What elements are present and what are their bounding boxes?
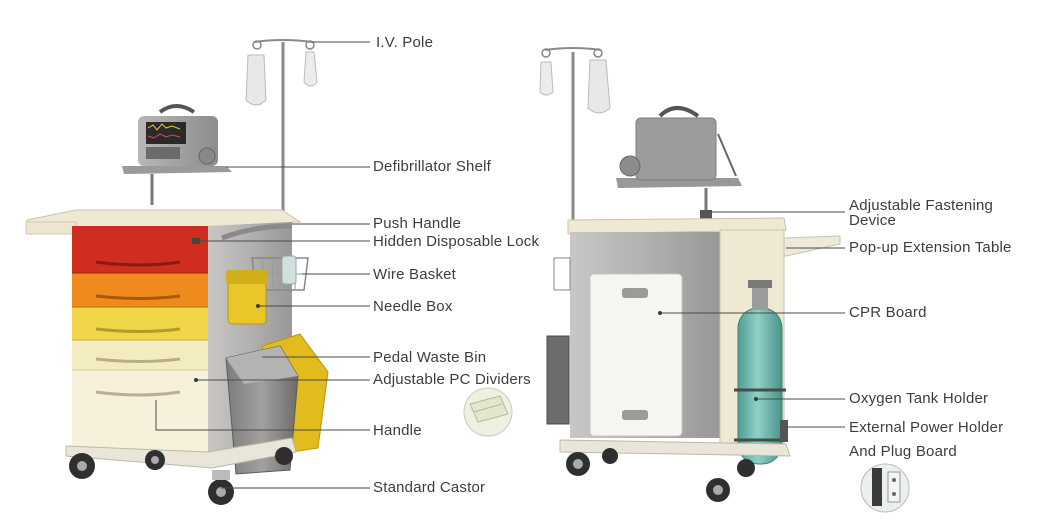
label-pc-dividers: Adjustable PC Dividers [373, 371, 531, 388]
defibrillator-back [635, 117, 717, 181]
drawer [72, 273, 208, 307]
left-cart [25, 39, 513, 505]
label-oxygen-holder: Oxygen Tank Holder [849, 390, 989, 407]
label-pedal-bin: Pedal Waste Bin [373, 349, 487, 366]
iv-bag [587, 59, 611, 114]
castor [566, 448, 755, 502]
iv-bag [245, 54, 267, 106]
wire-basket [553, 257, 571, 291]
cpr-board [589, 273, 683, 437]
label-castor: Standard Castor [373, 479, 486, 496]
label-wire-basket: Wire Basket [373, 266, 457, 283]
oxygen-tank [734, 280, 786, 465]
label-fastening-1: Adjustable Fastening [849, 197, 994, 214]
drawer-stack [72, 226, 208, 452]
pedal-waste-bin [546, 335, 570, 425]
label-push-handle: Push Handle [373, 215, 462, 232]
label-needle-box: Needle Box [373, 298, 453, 315]
drawer [72, 370, 208, 452]
label-hidden-lock: Hidden Disposable Lock [373, 233, 540, 250]
label-defib-shelf: Defibrillator Shelf [373, 158, 492, 175]
pc-divider-inset [463, 387, 513, 437]
monitor-handle [158, 104, 196, 114]
leader-lines [155, 41, 845, 489]
drawer-handle [95, 390, 181, 397]
iv-bag [539, 61, 554, 96]
castor [69, 447, 293, 505]
label-fastening-2: Device [849, 212, 897, 229]
label-handle: Handle [373, 422, 422, 439]
iv-hook-bar [253, 39, 313, 43]
iv-hook [305, 40, 315, 50]
iv-bag [303, 51, 318, 87]
label-cpr-board: CPR Board [849, 304, 927, 321]
plug-board-inset [860, 463, 910, 513]
label-popup-table: Pop-up Extension Table [849, 239, 1012, 256]
drawer [72, 307, 208, 340]
iv-hook [252, 40, 262, 50]
right-cart [539, 47, 910, 513]
power-holder [780, 420, 788, 442]
defibrillator-shelf [122, 166, 232, 174]
label-power-1: External Power Holder [849, 419, 1004, 436]
drawer [72, 340, 208, 370]
label-iv-pole: I.V. Pole [376, 34, 434, 51]
label-power-2: And Plug Board [849, 443, 957, 460]
push-handle [221, 223, 293, 241]
needle-box [226, 270, 268, 325]
